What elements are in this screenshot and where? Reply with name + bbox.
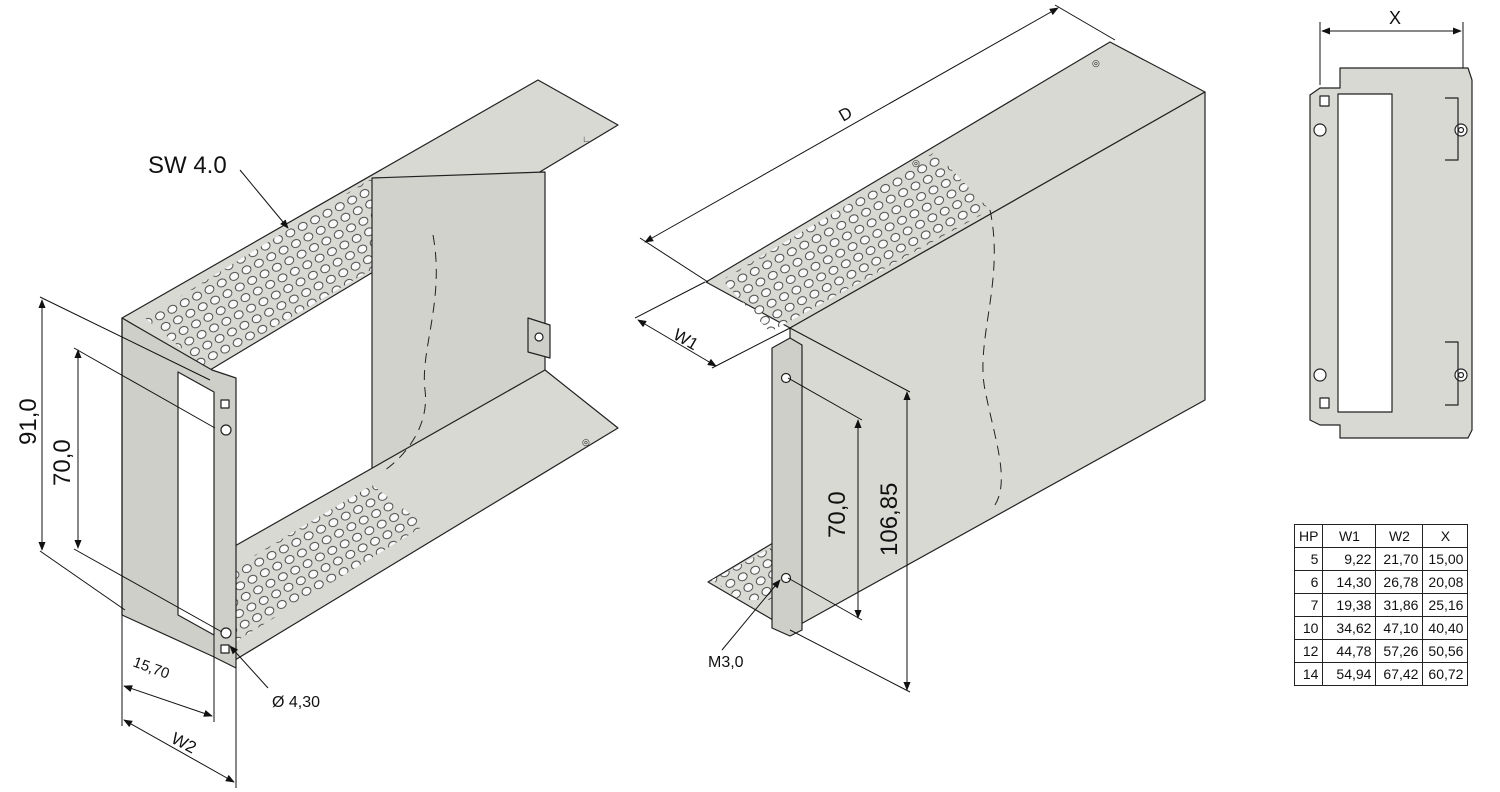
panel-hole-bottom <box>220 627 232 639</box>
table-row: 14 54,94 67,42 60,72 <box>1293 662 1469 686</box>
top-plate-perforation <box>145 178 425 368</box>
table-cell: 15,00 <box>1422 547 1469 571</box>
table-cell: 19,38 <box>1322 593 1377 617</box>
dim-x-label: X <box>1389 8 1401 28</box>
table-cell: 57,26 <box>1375 639 1424 663</box>
sw-label: SW 4.0 <box>148 152 227 179</box>
bottom-plate-perforation <box>180 485 425 645</box>
table-cell: 40,40 <box>1422 616 1469 640</box>
panel-hole-top <box>220 424 232 436</box>
table-cell: 12 <box>1293 639 1324 663</box>
front-view-cutout <box>1337 93 1393 413</box>
dim-10685-label: 106,85 <box>876 483 903 556</box>
table-header-x: X <box>1422 524 1469 548</box>
table-cell: 14,30 <box>1322 570 1377 594</box>
table-cell: 26,78 <box>1375 570 1424 594</box>
table-cell: 54,94 <box>1322 662 1377 686</box>
table-cell: 10 <box>1293 616 1324 640</box>
table-cell: 50,56 <box>1422 639 1469 663</box>
dim-w2-label: W2 <box>168 729 199 758</box>
table-cell: 60,72 <box>1422 662 1469 686</box>
table-header-row: HP W1 W2 X <box>1293 524 1469 548</box>
left-frame-view: ∟ ◎ <box>121 79 619 669</box>
table-header-w2: W2 <box>1375 524 1424 548</box>
front-view-dimensions <box>1319 22 1464 85</box>
table-cell: 6 <box>1293 570 1324 594</box>
table-cell: 9,22 <box>1322 547 1377 571</box>
table-cell: 31,86 <box>1375 593 1424 617</box>
svg-text:◎: ◎ <box>912 158 920 168</box>
table-cell: 67,42 <box>1375 662 1424 686</box>
table-row: 10 34,62 47,10 40,40 <box>1293 616 1469 640</box>
mid-front-rail <box>771 337 803 637</box>
dim-d-label: D <box>836 103 856 126</box>
table-cell: 7 <box>1293 593 1324 617</box>
svg-text:◎: ◎ <box>1092 58 1100 68</box>
table-cell: 21,70 <box>1375 547 1424 571</box>
hole-diameter-label: Ø 4,30 <box>272 694 320 711</box>
table-row: 6 14,30 26,78 20,08 <box>1293 570 1469 594</box>
table-cell: 14 <box>1293 662 1324 686</box>
table-cell: 25,16 <box>1422 593 1469 617</box>
middle-frame-view: ◎ ◎ <box>705 41 1206 637</box>
dim-w1-label: W1 <box>670 325 702 354</box>
dim-70-left-label: 70,0 <box>49 439 76 486</box>
table-cell: 5 <box>1293 547 1324 571</box>
front-panel-cutout <box>177 371 215 636</box>
dim-70-mid-label: 70,0 <box>824 491 851 538</box>
table-cell: 20,08 <box>1422 570 1469 594</box>
svg-text:◎: ◎ <box>582 437 590 447</box>
table-cell: 47,10 <box>1375 616 1424 640</box>
thread-label: M3,0 <box>708 654 744 671</box>
table-cell: 44,78 <box>1322 639 1377 663</box>
table-row: 5 9,22 21,70 15,00 <box>1293 547 1469 571</box>
table-row: 7 19,38 31,86 25,16 <box>1293 593 1469 617</box>
left-dimensions <box>38 169 289 788</box>
table-row: 12 44,78 57,26 50,56 <box>1293 639 1469 663</box>
table-header-w1: W1 <box>1322 524 1377 548</box>
middle-dimensions <box>634 4 1116 693</box>
svg-text:∟: ∟ <box>582 134 591 144</box>
dimension-table: HP W1 W2 X 5 9,22 21,70 15,00 6 14,30 26… <box>1293 524 1469 686</box>
dim-91-label: 91,0 <box>15 398 42 445</box>
dim-1570-label: 15,70 <box>131 654 172 683</box>
front-view <box>1309 67 1473 439</box>
table-header-hp: HP <box>1293 524 1324 548</box>
table-cell: 34,62 <box>1322 616 1377 640</box>
